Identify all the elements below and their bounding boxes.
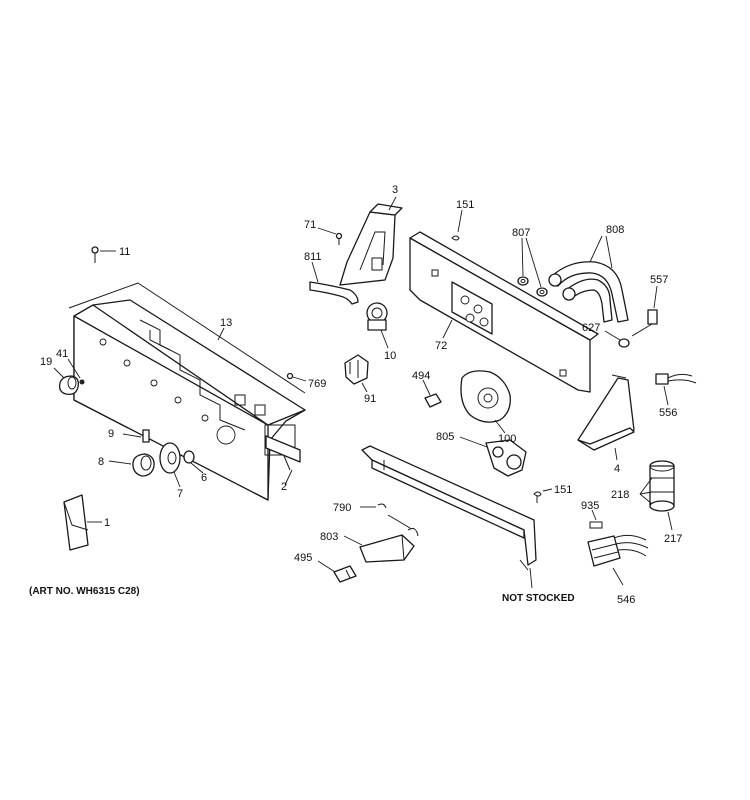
label-11: 11 xyxy=(119,246,130,258)
label-10: 10 xyxy=(384,350,396,362)
label-8: 8 xyxy=(98,456,104,468)
label-808: 808 xyxy=(606,224,624,236)
screw-71 xyxy=(317,227,343,245)
label-100: 100 xyxy=(498,433,516,445)
label-19: 19 xyxy=(40,356,52,368)
label-803: 803 xyxy=(320,531,338,543)
inlet-valve-805 xyxy=(459,436,527,477)
bracket-not-stocked xyxy=(361,445,537,589)
cord-557 xyxy=(631,285,658,337)
label-13: 13 xyxy=(220,317,232,329)
label-91: 91 xyxy=(364,393,376,405)
label-7: 7 xyxy=(177,488,183,500)
label-769: 769 xyxy=(308,378,326,390)
label-556: 556 xyxy=(659,407,677,419)
screw-769 xyxy=(286,372,307,382)
dial-7 xyxy=(159,442,181,488)
washers-807 xyxy=(517,237,548,297)
knob-8 xyxy=(108,453,155,477)
label-151-bottom: 151 xyxy=(554,484,572,496)
knob-19 xyxy=(58,375,85,395)
art-number-note: (ART NO. WH6315 C28) xyxy=(29,586,140,597)
label-6: 6 xyxy=(201,472,207,484)
clip-495 xyxy=(317,560,357,583)
part-labels: 11 13 41 19 769 9 8 6 7 2 1 (ART NO. WH6… xyxy=(29,184,682,606)
label-151-top: 151 xyxy=(456,199,474,211)
wire-clip-790 xyxy=(360,503,411,529)
capacitor-217 xyxy=(639,460,675,531)
control-panel-assembly xyxy=(68,282,306,501)
label-627: 627 xyxy=(582,322,600,334)
switch-91 xyxy=(344,354,369,393)
label-557: 557 xyxy=(650,274,668,286)
screw-11 xyxy=(91,246,116,263)
label-790: 790 xyxy=(333,502,351,514)
wiring-556 xyxy=(655,373,697,406)
label-4: 4 xyxy=(614,463,620,475)
label-494: 494 xyxy=(412,370,430,382)
label-546: 546 xyxy=(617,594,635,606)
knob-6 xyxy=(183,450,204,474)
clip-151-top xyxy=(451,209,463,241)
label-217: 217 xyxy=(664,533,682,545)
back-panel-72 xyxy=(409,231,599,393)
clip-494 xyxy=(422,379,442,408)
label-72: 72 xyxy=(435,340,447,352)
label-1: 1 xyxy=(104,517,110,529)
label-41: 41 xyxy=(56,348,68,360)
bracket-3 xyxy=(339,196,403,286)
label-71: 71 xyxy=(304,219,316,231)
manual-1 xyxy=(63,494,102,551)
not-stocked-note: NOT STOCKED xyxy=(502,593,575,604)
label-935: 935 xyxy=(581,500,599,512)
harness-546 xyxy=(587,509,649,586)
label-218: 218 xyxy=(611,489,629,501)
hoses-808 xyxy=(548,235,629,323)
valve-100 xyxy=(460,370,511,434)
bracket-4 xyxy=(577,374,635,461)
grommet-627 xyxy=(604,330,630,348)
pressure-switch-10 xyxy=(366,302,389,349)
hose-811 xyxy=(309,261,359,305)
clip-9 xyxy=(122,429,150,443)
label-805: 805 xyxy=(436,431,454,443)
label-807: 807 xyxy=(512,227,530,239)
label-2: 2 xyxy=(281,481,287,493)
label-3: 3 xyxy=(392,184,398,196)
bracket-803 xyxy=(343,528,419,563)
label-495: 495 xyxy=(294,552,312,564)
label-9: 9 xyxy=(108,428,114,440)
clip-151-bottom xyxy=(533,488,553,503)
label-811: 811 xyxy=(304,251,322,263)
